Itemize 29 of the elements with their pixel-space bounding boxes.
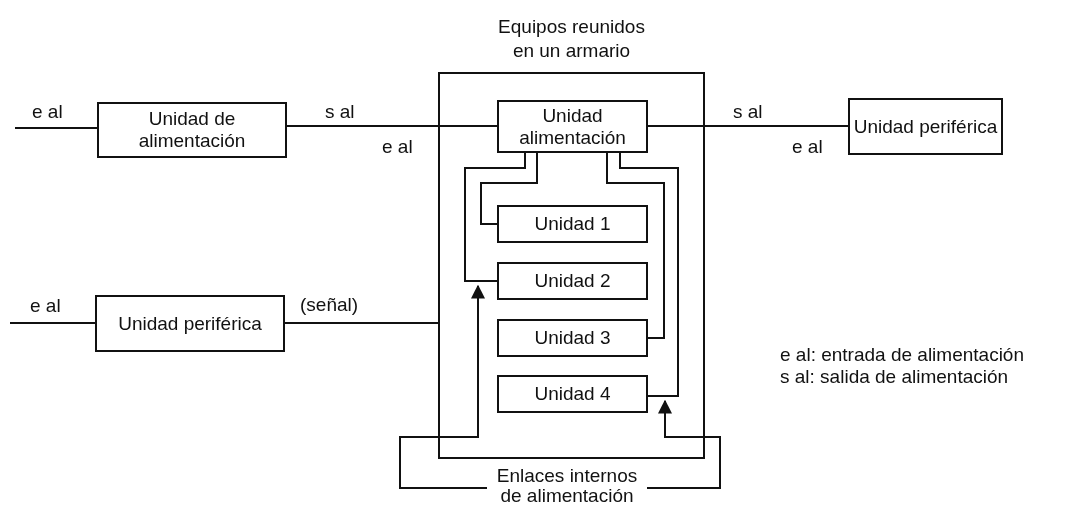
unit-box: Unidad 1	[497, 205, 648, 243]
connector-line	[464, 152, 526, 282]
legend-note: s al: salida de alimentación	[780, 366, 1009, 388]
connector-line	[647, 125, 849, 127]
leader-arrow	[646, 399, 721, 489]
port-label: s al	[325, 101, 355, 123]
unit-box: Unidad alimentación	[497, 100, 648, 153]
port-label: e al	[30, 295, 61, 317]
connector-line	[9, 322, 96, 324]
port-label: e al	[32, 101, 63, 123]
port-label: s al	[733, 101, 763, 123]
connector-line	[14, 127, 98, 129]
cabinet-heading: Equipos reunidos en un armario	[497, 15, 646, 63]
port-label: e al	[382, 136, 413, 158]
unit-box: Unidad 4	[497, 375, 648, 413]
unit-box: Unidad de alimentación	[97, 102, 287, 158]
unit-box: Unidad 2	[497, 262, 648, 300]
connector-line	[606, 152, 665, 339]
port-label: e al	[792, 136, 823, 158]
unit-box: Unidad periférica	[95, 295, 285, 352]
connector-line	[284, 322, 439, 324]
connector-line	[619, 152, 679, 397]
leader-arrow	[399, 284, 488, 489]
connector-line	[286, 125, 498, 127]
legend-note: e al: entrada de alimentación	[780, 344, 1024, 366]
unit-box: Unidad 3	[497, 319, 648, 357]
connector-line	[480, 152, 538, 225]
note-text: Enlaces internos de alimentación	[487, 466, 647, 506]
unit-box: Unidad periférica	[848, 98, 1003, 155]
